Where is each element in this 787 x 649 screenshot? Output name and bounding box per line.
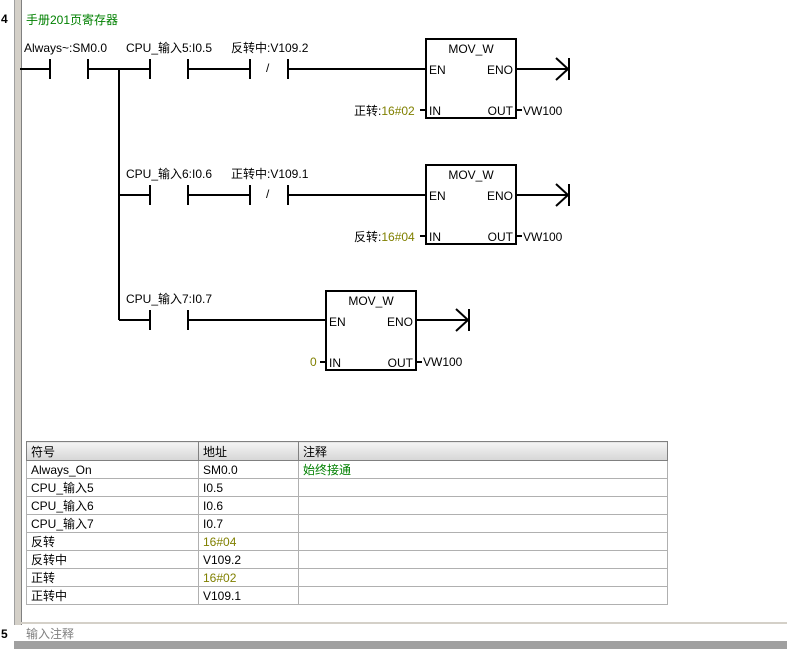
contact-label[interactable]: 正转中:V109.1 — [231, 167, 309, 181]
network-gutter — [0, 0, 14, 649]
cell-address: 16#04 — [198, 532, 299, 551]
pin-out: OUT — [387, 356, 413, 370]
cell-symbol: 反转 — [26, 532, 199, 551]
table-row[interactable]: 正转 16#02 — [26, 568, 668, 587]
mov-w-box[interactable]: MOV_W EN ENO IN OUT — [425, 164, 517, 245]
cell-comment — [298, 568, 668, 587]
pin-en: EN — [429, 189, 446, 203]
pin-in: IN — [429, 230, 441, 244]
pin-en: EN — [429, 63, 446, 77]
pin-in: IN — [429, 104, 441, 118]
contact-label[interactable]: CPU_输入6:I0.6 — [126, 167, 213, 181]
cell-symbol: Always_On — [26, 460, 199, 479]
cell-comment — [298, 514, 668, 533]
pin-en: EN — [329, 315, 346, 329]
cell-address: V109.2 — [198, 550, 299, 569]
cell-address: V109.1 — [198, 586, 299, 605]
cell-address: 16#02 — [198, 568, 299, 587]
box-title: MOV_W — [348, 294, 394, 308]
box-title: MOV_W — [448, 42, 494, 56]
pin-eno: ENO — [486, 63, 513, 77]
cell-comment — [298, 586, 668, 605]
table-row[interactable]: CPU_输入5 I0.5 — [26, 478, 668, 497]
out-operand[interactable]: VW100 — [423, 355, 463, 369]
negate-glyph: / — [266, 61, 270, 75]
header-comment[interactable]: 注释 — [298, 441, 668, 461]
cell-symbol: CPU_输入6 — [26, 496, 199, 515]
in-operand[interactable]: 反转:16#04 — [354, 230, 415, 244]
pin-eno: ENO — [486, 189, 513, 203]
negate-glyph: / — [266, 187, 270, 201]
cell-symbol: CPU_输入5 — [26, 478, 199, 497]
symbol-table: 符号 地址 注释 Always_On SM0.0 始终接通 CPU_输入5 I0… — [26, 441, 668, 605]
cell-comment — [298, 532, 668, 551]
cell-address: I0.6 — [198, 496, 299, 515]
header-symbol[interactable]: 符号 — [26, 441, 199, 461]
table-row[interactable]: CPU_输入7 I0.7 — [26, 514, 668, 533]
cell-comment — [298, 496, 668, 515]
cell-symbol: CPU_输入7 — [26, 514, 199, 533]
ladder-diagram — [20, 57, 570, 363]
pin-out: OUT — [487, 230, 513, 244]
cell-address: I0.5 — [198, 478, 299, 497]
table-row[interactable]: 反转中 V109.2 — [26, 550, 668, 569]
in-operand[interactable]: 正转:16#02 — [354, 104, 415, 118]
network-comment-placeholder[interactable]: 输入注释 — [26, 627, 75, 641]
out-operand[interactable]: VW100 — [523, 104, 563, 118]
table-row[interactable]: CPU_输入6 I0.6 — [26, 496, 668, 515]
cell-symbol: 正转 — [26, 568, 199, 587]
out-operand[interactable]: VW100 — [523, 230, 563, 244]
contact-label[interactable]: CPU_输入7:I0.7 — [126, 292, 213, 306]
pin-in: IN — [329, 356, 341, 370]
pin-out: OUT — [487, 104, 513, 118]
cell-symbol: 反转中 — [26, 550, 199, 569]
cell-symbol: 正转中 — [26, 586, 199, 605]
table-row[interactable]: 正转中 V109.1 — [26, 586, 668, 605]
network-number[interactable]: 5 — [1, 627, 8, 641]
power-rail-bar — [14, 0, 22, 625]
in-operand[interactable]: 0 — [310, 355, 317, 369]
cell-comment — [298, 478, 668, 497]
contact-label[interactable]: Always~:SM0.0 — [24, 41, 108, 55]
pin-eno: ENO — [386, 315, 413, 329]
contact-label[interactable]: CPU_输入5:I0.5 — [126, 41, 213, 55]
network-number[interactable]: 4 — [1, 12, 8, 26]
mov-w-box[interactable]: MOV_W EN ENO IN OUT — [425, 38, 517, 119]
mov-w-box[interactable]: MOV_W EN ENO IN OUT — [325, 290, 417, 371]
contact-label[interactable]: 反转中:V109.2 — [231, 41, 309, 55]
box-title: MOV_W — [448, 168, 494, 182]
horizontal-scrollbar[interactable] — [14, 641, 787, 649]
network-comment[interactable]: 手册201页寄存器 — [26, 13, 119, 27]
cell-comment — [298, 550, 668, 569]
cell-comment: 始终接通 — [298, 460, 668, 479]
cell-address: I0.7 — [198, 514, 299, 533]
table-row[interactable]: 反转 16#04 — [26, 532, 668, 551]
header-address[interactable]: 地址 — [198, 441, 299, 461]
cell-address: SM0.0 — [198, 460, 299, 479]
table-row[interactable]: Always_On SM0.0 始终接通 — [26, 460, 668, 479]
network-separator — [20, 622, 787, 624]
